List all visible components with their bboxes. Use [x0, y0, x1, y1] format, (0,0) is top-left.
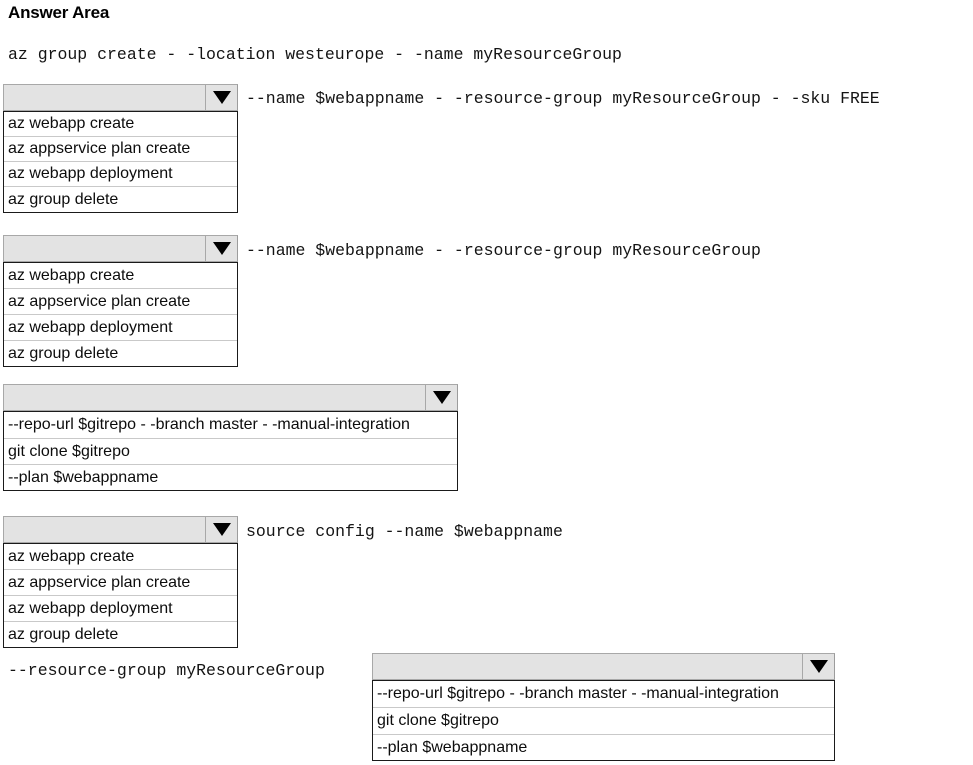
list-item[interactable]: --plan $webappname — [8, 468, 159, 486]
dropdown-2[interactable] — [3, 235, 238, 262]
dropdown-5[interactable] — [372, 653, 835, 680]
command-line-1: az group create - -location westeurope -… — [8, 45, 622, 64]
list-item[interactable]: az appservice plan create — [4, 570, 237, 596]
chevron-down-icon[interactable] — [205, 236, 237, 261]
list-item[interactable]: az group delete — [8, 625, 119, 643]
list-item[interactable]: --plan $webappname — [377, 738, 528, 756]
list-item[interactable]: git clone $gitrepo — [4, 439, 457, 465]
chevron-down-icon[interactable] — [205, 85, 237, 110]
dropdown-1[interactable] — [3, 84, 238, 111]
dropdown-1-options[interactable]: az webapp create az appservice plan crea… — [3, 111, 238, 213]
list-item[interactable]: az group delete — [8, 190, 119, 208]
list-item[interactable]: az webapp deployment — [4, 162, 237, 187]
list-item[interactable]: az webapp create — [4, 112, 237, 137]
list-item[interactable]: az group delete — [8, 344, 119, 362]
list-item[interactable]: --repo-url $gitrepo - -branch master - -… — [373, 681, 834, 708]
list-item[interactable]: --repo-url $gitrepo - -branch master - -… — [4, 412, 457, 439]
list-item[interactable]: az appservice plan create — [4, 289, 237, 315]
list-item[interactable]: az webapp create — [4, 544, 237, 570]
command-line-5-suffix: source config --name $webappname — [246, 522, 563, 541]
chevron-down-icon[interactable] — [425, 385, 457, 410]
chevron-down-icon[interactable] — [802, 654, 834, 679]
list-item[interactable]: az appservice plan create — [4, 137, 237, 162]
list-item[interactable]: az webapp create — [4, 263, 237, 289]
chevron-down-icon[interactable] — [205, 517, 237, 542]
dropdown-5-options[interactable]: --repo-url $gitrepo - -branch master - -… — [372, 680, 835, 761]
dropdown-3[interactable] — [3, 384, 458, 411]
command-line-2-suffix: --name $webappname - -resource-group myR… — [246, 89, 880, 108]
dropdown-4[interactable] — [3, 516, 238, 543]
list-item[interactable]: git clone $gitrepo — [373, 708, 834, 735]
dropdown-4-options[interactable]: az webapp create az appservice plan crea… — [3, 543, 238, 648]
command-line-3-suffix: --name $webappname - -resource-group myR… — [246, 241, 761, 260]
command-line-6-prefix: --resource-group myResourceGroup — [8, 661, 325, 680]
list-item[interactable]: az webapp deployment — [4, 596, 237, 622]
dropdown-3-options[interactable]: --repo-url $gitrepo - -branch master - -… — [3, 411, 458, 491]
list-item[interactable]: az webapp deployment — [4, 315, 237, 341]
page-title: Answer Area — [8, 3, 110, 22]
dropdown-2-options[interactable]: az webapp create az appservice plan crea… — [3, 262, 238, 367]
